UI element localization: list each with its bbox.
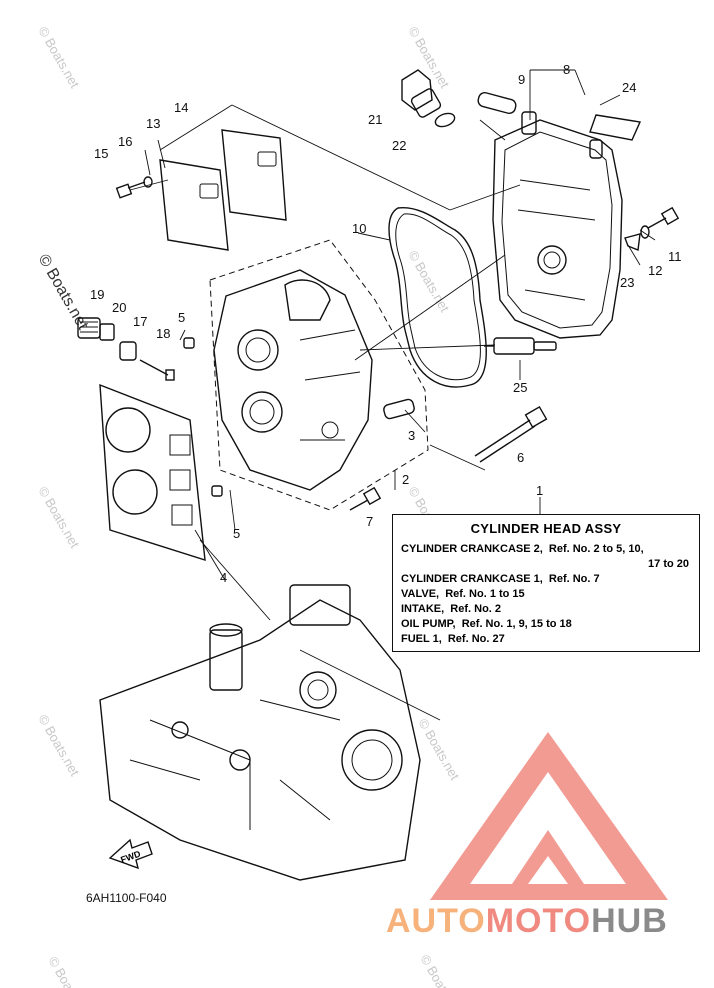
bolt-small — [115, 176, 153, 199]
callout-number: 4 — [220, 570, 227, 585]
cylinder-head-outline — [209, 239, 429, 511]
callout-number: 5 — [233, 526, 240, 541]
watermark-text: © Boats.net — [35, 484, 82, 551]
watermark-text: © Boats.net — [415, 716, 462, 783]
callout-number: 16 — [118, 134, 132, 149]
diagram-code: 6AH1100-F040 — [86, 891, 167, 905]
brand-part-moto: MOTO — [485, 902, 592, 940]
sleeve — [383, 398, 415, 420]
clip — [624, 233, 641, 251]
watermark-text: © Boats.net — [35, 24, 82, 91]
dowel-pin — [183, 337, 195, 349]
bolt-11 — [647, 206, 680, 229]
callout-number: 15 — [94, 146, 108, 161]
callout-number: 20 — [112, 300, 126, 315]
watermark-text: © Boats.net — [45, 954, 92, 988]
info-box-title: CYLINDER HEAD ASSY — [470, 521, 622, 536]
callout-number: 17 — [133, 314, 147, 329]
callout-number: 11 — [668, 249, 682, 264]
bolt-7 — [349, 486, 382, 511]
callout-number: 14 — [174, 100, 188, 115]
watermark-text: © Boats.net — [405, 248, 452, 315]
watermark-text: © Boats.net — [35, 712, 82, 779]
watermark-text: © Boats.net — [405, 24, 452, 91]
callout-number: 3 — [408, 428, 415, 443]
breather-pipe — [477, 91, 517, 115]
info-line: CYLINDER CRANKCASE 2, Ref. No. 2 to 5, 1… — [401, 543, 644, 555]
info-line: VALVE, Ref. No. 1 to 15 — [401, 588, 525, 600]
callout-number: 5 — [178, 310, 185, 325]
callout-number: 1 — [536, 483, 543, 498]
callout-number: 10 — [352, 221, 366, 236]
callout-number: 23 — [620, 275, 634, 290]
cylinder-head — [213, 269, 373, 491]
info-line: OIL PUMP, Ref. No. 1, 9, 15 to 18 — [401, 618, 572, 630]
callout-number: 22 — [392, 138, 406, 153]
callout-number: 13 — [146, 116, 160, 131]
valve-cover-gasket — [388, 207, 487, 388]
oil-pump-parts — [77, 317, 175, 381]
watermark-text: © Boats.net — [417, 952, 464, 988]
watermarks: © Boats.net © Boats.net © Boats.net © Bo… — [35, 24, 465, 988]
info-line: INTAKE, Ref. No. 2 — [401, 603, 502, 615]
callout-number: 9 — [518, 72, 525, 87]
callout-number: 8 — [563, 62, 570, 77]
callout-number: 2 — [402, 472, 409, 487]
valve-cover — [492, 111, 623, 339]
callout-number: 12 — [648, 263, 662, 278]
label-plate — [589, 114, 642, 141]
watermark-text-large: © Boats.net — [35, 252, 92, 334]
dowel-pin — [211, 485, 223, 497]
callout-number: 19 — [90, 287, 104, 302]
info-line: CYLINDER CRANKCASE 1, Ref. No. 7 — [401, 573, 600, 585]
spark-plug — [484, 337, 557, 355]
callout-number: 7 — [366, 514, 373, 529]
cylinder-head-info-box: CYLINDER HEAD ASSY CYLINDER CRANKCASE 2,… — [392, 514, 700, 652]
oil-filler-cap — [401, 69, 442, 118]
brand-part-auto: AUTO — [386, 902, 486, 940]
head-gasket — [99, 383, 206, 561]
crankcase-block — [99, 584, 421, 881]
washer — [640, 225, 650, 239]
callout-number: 25 — [513, 380, 527, 395]
info-line: 17 to 20 — [648, 558, 689, 570]
callout-numbers: 1 2 3 4 5 5 6 7 8 9 10 11 12 13 14 15 16… — [90, 62, 682, 585]
fwd-label: FWD — [119, 848, 142, 865]
long-bolt — [474, 405, 548, 463]
callout-number: 24 — [622, 80, 636, 95]
forward-arrow-icon: FWD — [108, 838, 153, 870]
gasket-plate — [159, 129, 287, 251]
info-line: FUEL 1, Ref. No. 27 — [401, 633, 505, 645]
brand-wordmark: AUTOMOTOHUB — [386, 902, 668, 941]
callout-number: 21 — [368, 112, 382, 127]
brand-logo-icon — [430, 732, 668, 900]
o-ring — [434, 112, 456, 128]
brand-part-hub: HUB — [591, 902, 668, 940]
callout-number: 18 — [156, 326, 170, 341]
callout-number: 6 — [517, 450, 524, 465]
